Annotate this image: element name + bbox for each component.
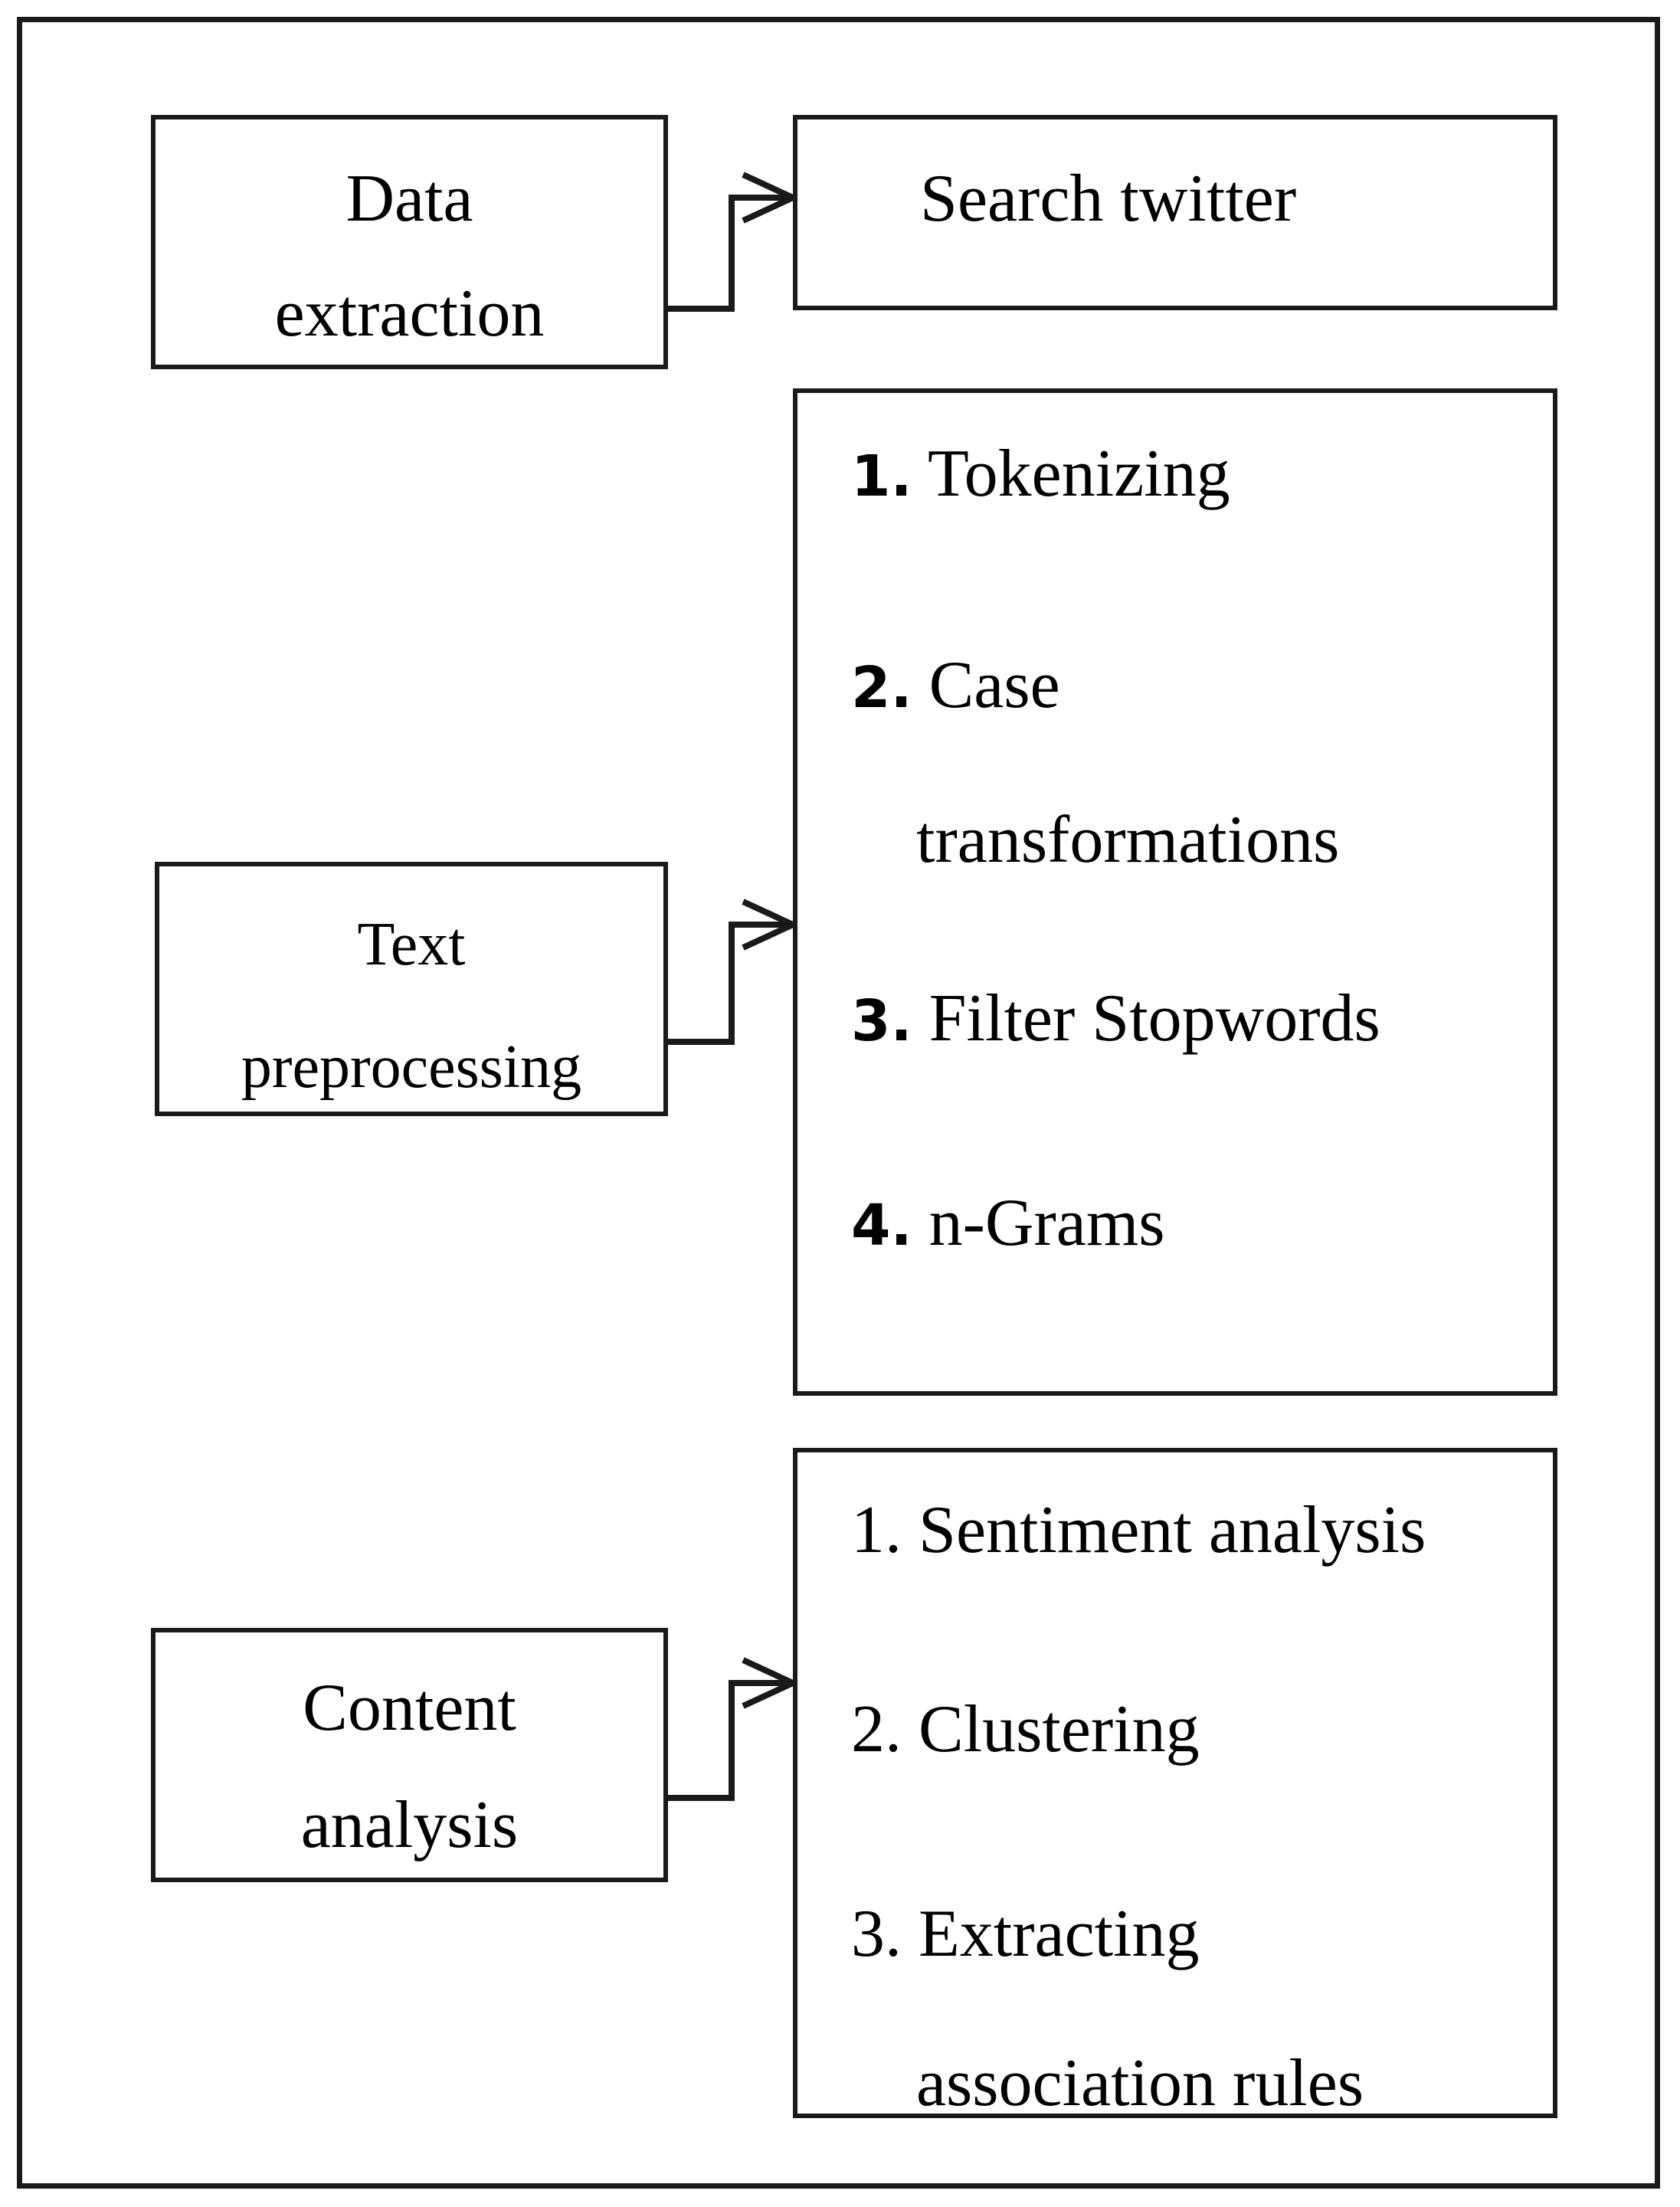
list-item: 1. Tokenizing xyxy=(851,440,1230,508)
list-item-number: 4. xyxy=(851,1193,912,1259)
list-item-number: 2. xyxy=(851,1692,902,1767)
list-item: 2. Case xyxy=(851,652,1060,719)
list-item: 4. n-Grams xyxy=(851,1190,1165,1257)
list-item-text: Clustering xyxy=(919,1692,1200,1767)
diagram-frame xyxy=(17,17,1660,2189)
list-item-number: 1. xyxy=(851,1493,902,1567)
list-item-text: Extracting xyxy=(919,1897,1200,1971)
list-item-continuation: association rules xyxy=(916,2050,1364,2114)
list-item-text: Filter Stopwords xyxy=(928,981,1380,1056)
list-item-number: 3. xyxy=(851,988,912,1054)
list-item-text: association rules xyxy=(916,2046,1364,2118)
list-item-number: 1. xyxy=(851,444,912,509)
list-item: 3. Extracting xyxy=(851,1901,1200,1968)
list-item-text: Sentiment analysis xyxy=(919,1493,1426,1567)
data-extraction-label-line1: Data xyxy=(345,162,473,236)
data-extraction-label-line2: extraction xyxy=(274,277,545,351)
connector-arrow-text-preprocessing xyxy=(668,922,793,1045)
list-item-text: transformations xyxy=(916,803,1340,877)
content-analysis-box: Content analysis xyxy=(151,1628,668,1882)
connector-arrow-content-analysis xyxy=(668,1680,793,1801)
content-analysis-steps-box: 1. Sentiment analysis 2. Clustering 3. E… xyxy=(793,1448,1557,2118)
text-preprocessing-label-line2: preprocessing xyxy=(241,1033,582,1101)
text-preprocessing-box: Text preprocessing xyxy=(155,862,668,1116)
text-preprocessing-label-line1: Text xyxy=(357,911,466,978)
list-item: 2. Clustering xyxy=(851,1696,1200,1763)
list-item-text: n-Grams xyxy=(928,1186,1165,1260)
list-item-number: 2. xyxy=(851,655,912,721)
list-item-text: Tokenizing xyxy=(928,437,1230,511)
list-item-number: 3. xyxy=(851,1897,902,1971)
text-preprocessing-steps-box: 1. Tokenizing 2. Case transformations 3.… xyxy=(793,388,1557,1396)
list-item: 3. Filter Stopwords xyxy=(851,985,1380,1053)
list-item: 1. Sentiment analysis xyxy=(851,1497,1426,1564)
content-analysis-label-line1: Content xyxy=(303,1671,516,1745)
search-twitter-text: Search twitter xyxy=(920,162,1297,236)
list-item-continuation: transformations xyxy=(916,807,1339,874)
content-analysis-label-line2: analysis xyxy=(300,1788,519,1862)
connector-arrow-data-extraction xyxy=(668,195,793,312)
data-extraction-box: Data extraction xyxy=(151,115,668,369)
list-item-text: Case xyxy=(928,648,1060,722)
search-twitter-box: Search twitter xyxy=(793,115,1557,310)
